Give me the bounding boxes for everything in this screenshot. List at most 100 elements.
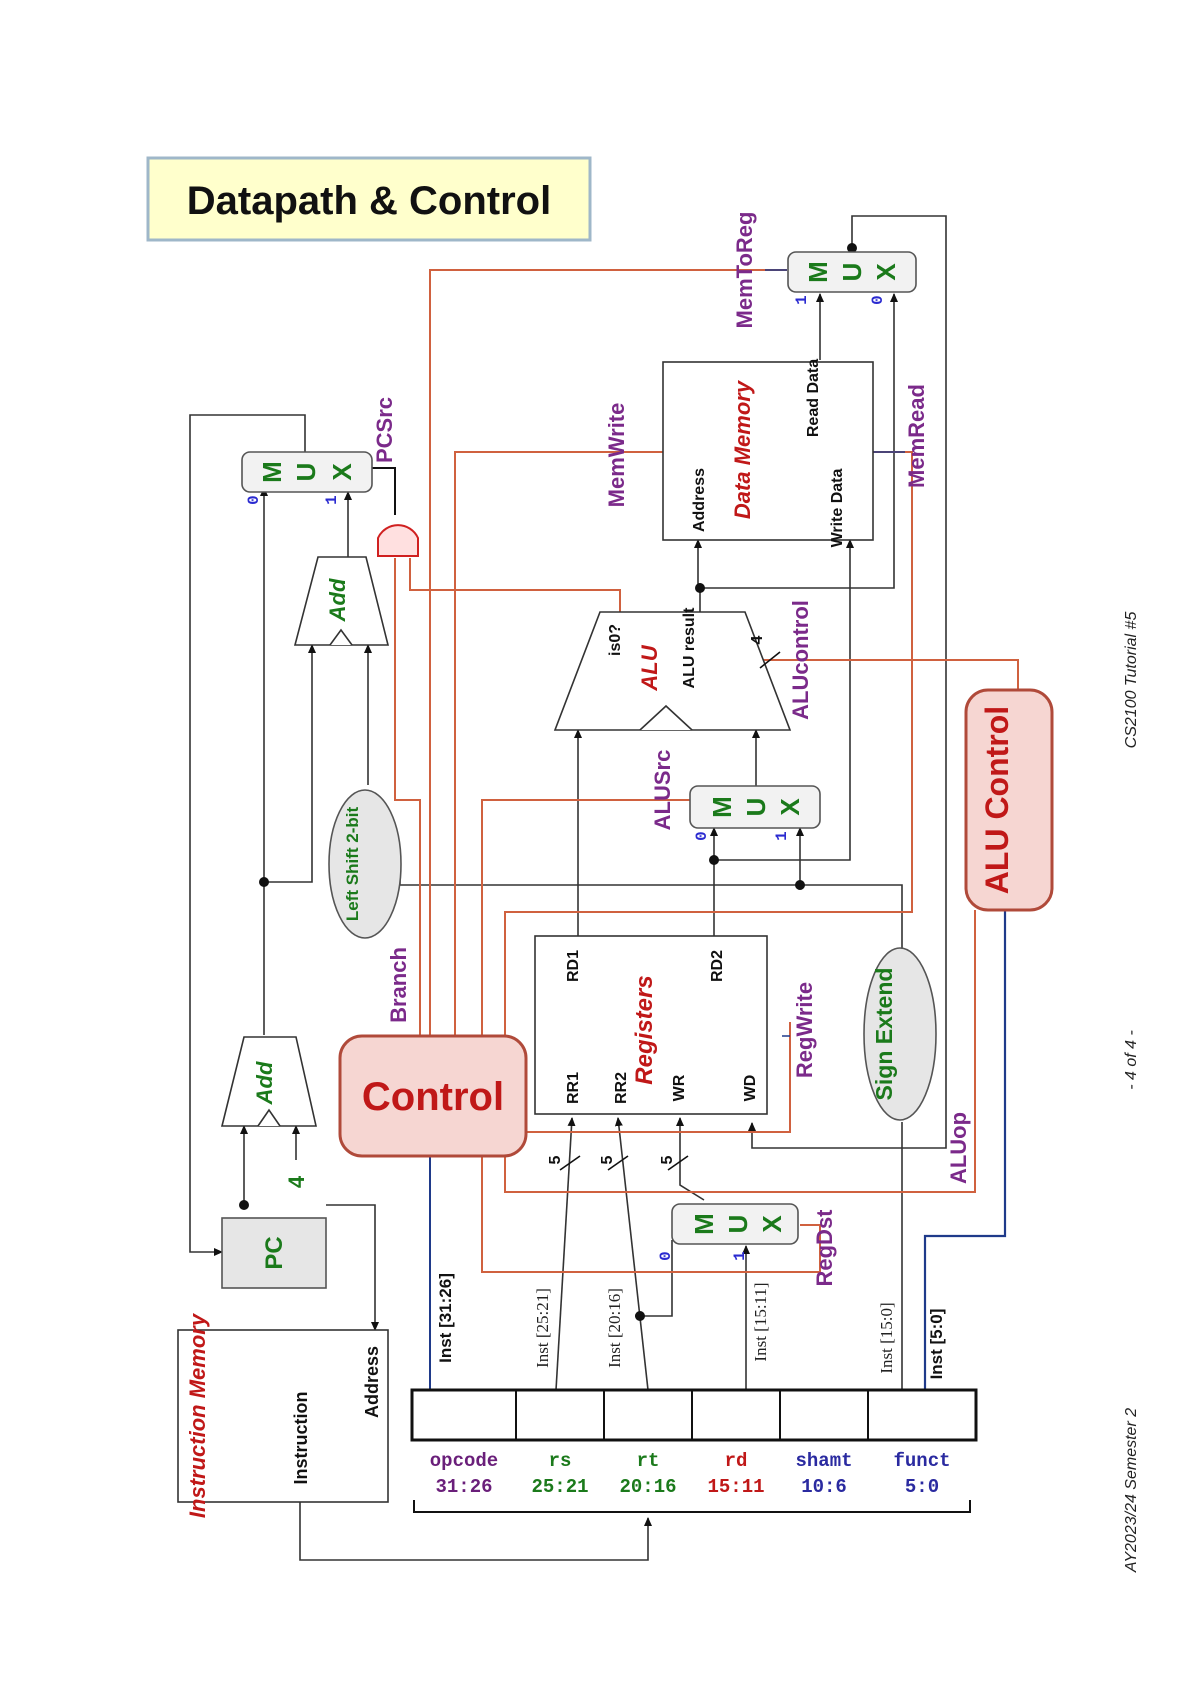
data-memory: Data Memory Address Write Data Read Data bbox=[662, 359, 874, 547]
svg-text:M: M bbox=[803, 261, 833, 283]
alu-label: ALU bbox=[637, 644, 662, 691]
svg-text:M: M bbox=[707, 796, 737, 818]
alusrc-label: ALUSrc bbox=[650, 750, 675, 831]
branch-label: Branch bbox=[386, 947, 411, 1023]
svg-text:0: 0 bbox=[245, 495, 263, 505]
svg-text:M: M bbox=[689, 1213, 719, 1235]
regdst-mux: M U X 0 1 bbox=[657, 1203, 799, 1261]
svg-text:Address: Address bbox=[691, 468, 708, 532]
svg-text:WR: WR bbox=[671, 1074, 688, 1101]
svg-text:RR2: RR2 bbox=[613, 1072, 630, 1104]
bus-width-marks bbox=[559, 651, 781, 1171]
field-name-shamt: shamt bbox=[795, 1450, 852, 1472]
pc-adder-label: Add bbox=[252, 1061, 277, 1105]
footer-semester: AY2023/24 Semester 2 bbox=[1123, 1408, 1140, 1573]
field-bits-rs: 25:21 bbox=[531, 1476, 588, 1498]
alu-control-unit: ALU Control bbox=[964, 688, 1054, 912]
branch-adder: Add bbox=[293, 556, 390, 646]
left-shift-label: Left Shift 2-bit bbox=[343, 807, 362, 922]
svg-text:5: 5 bbox=[599, 1155, 616, 1164]
instruction-memory: Instruction Memory Instruction Address bbox=[177, 1312, 389, 1518]
field-name-rt: rt bbox=[637, 1450, 660, 1472]
svg-text:1: 1 bbox=[731, 1251, 749, 1261]
sign-extend-label: Sign Extend bbox=[871, 968, 897, 1101]
field-bits-opcode: 31:26 bbox=[435, 1476, 492, 1498]
svg-text:X: X bbox=[327, 463, 357, 481]
svg-text:U: U bbox=[291, 463, 321, 482]
memwrite-label: MemWrite bbox=[604, 403, 629, 508]
writeback-mux: M U X 1 0 bbox=[787, 251, 917, 305]
branch-adder-label: Add bbox=[325, 578, 350, 622]
alu: ALU is0? ALU result bbox=[553, 607, 792, 731]
register-file: Registers RR1 RR2 WR WD RD1 RD2 bbox=[534, 935, 768, 1115]
footer-page: - 4 of 4 - bbox=[1123, 1030, 1140, 1090]
field-name-rd: rd bbox=[725, 1450, 748, 1472]
junctions bbox=[239, 243, 857, 1321]
control-unit: Control bbox=[338, 1034, 528, 1158]
svg-text:RD1: RD1 bbox=[565, 950, 582, 982]
svg-text:4: 4 bbox=[749, 635, 766, 644]
svg-text:Inst [31:26]: Inst [31:26] bbox=[436, 1273, 455, 1363]
field-bits-rd: 15:11 bbox=[707, 1476, 764, 1498]
left-shift-unit: Left Shift 2-bit bbox=[328, 789, 402, 939]
field-bits-shamt: 10:6 bbox=[801, 1476, 847, 1498]
field-bracket bbox=[413, 1500, 971, 1513]
alu-control-label: ALU Control bbox=[979, 706, 1015, 894]
svg-text:U: U bbox=[837, 263, 867, 282]
title-box: Datapath & Control bbox=[146, 156, 592, 242]
svg-text:X: X bbox=[871, 263, 901, 281]
svg-text:5: 5 bbox=[547, 1155, 564, 1164]
svg-text:RR1: RR1 bbox=[565, 1072, 582, 1104]
alucontrol-label: ALUcontrol bbox=[788, 600, 813, 720]
svg-text:Write Data: Write Data bbox=[829, 468, 846, 547]
instruction-slice-labels: Inst [31:26] Inst [25:21] Inst [20:16] I… bbox=[436, 1273, 946, 1379]
control-label: Control bbox=[362, 1075, 504, 1119]
instruction-memory-instruction-label: Instruction bbox=[291, 1392, 311, 1485]
control-signal-labels: PCSrc Branch MemWrite MemToReg MemRead A… bbox=[372, 212, 971, 1287]
svg-text:Inst [5:0]: Inst [5:0] bbox=[927, 1309, 946, 1380]
registers-title: Registers bbox=[631, 975, 658, 1084]
regwrite-label: RegWrite bbox=[792, 982, 817, 1078]
and-gate bbox=[377, 524, 419, 557]
svg-text:1: 1 bbox=[773, 831, 791, 841]
pc-register: PC bbox=[221, 1217, 327, 1289]
svg-text:0: 0 bbox=[693, 831, 711, 841]
svg-text:Read Data: Read Data bbox=[805, 359, 822, 437]
pcsrc-wire bbox=[372, 467, 396, 515]
instruction-memory-address-label: Address bbox=[362, 1346, 382, 1418]
field-name-funct: funct bbox=[893, 1450, 950, 1472]
pcsrc-label: PCSrc bbox=[372, 397, 397, 463]
svg-text:WD: WD bbox=[742, 1075, 759, 1102]
aluop-label: ALUop bbox=[946, 1112, 971, 1184]
svg-text:5: 5 bbox=[659, 1155, 676, 1164]
svg-text:Inst [15:0]: Inst [15:0] bbox=[877, 1302, 896, 1373]
pc-label: PC bbox=[261, 1236, 288, 1269]
pc-mux: M U X 0 1 bbox=[241, 451, 373, 505]
sign-extend-unit: Sign Extend bbox=[863, 947, 937, 1121]
svg-text:Inst [20:16]: Inst [20:16] bbox=[605, 1288, 624, 1368]
svg-text:Inst [15:11]: Inst [15:11] bbox=[751, 1282, 770, 1361]
alu-result-label: ALU result bbox=[681, 607, 698, 689]
field-name-opcode: opcode bbox=[430, 1450, 498, 1472]
svg-text:Inst [25:21]: Inst [25:21] bbox=[533, 1288, 552, 1368]
alusrc-mux: M U X 0 1 bbox=[689, 785, 821, 841]
svg-text:RD2: RD2 bbox=[709, 950, 726, 982]
field-bits-funct: 5:0 bbox=[905, 1476, 939, 1498]
field-name-rs: rs bbox=[549, 1450, 572, 1472]
svg-text:U: U bbox=[723, 1215, 753, 1234]
svg-text:M: M bbox=[257, 461, 287, 483]
svg-text:0: 0 bbox=[657, 1251, 675, 1261]
svg-text:X: X bbox=[757, 1215, 787, 1233]
instruction-field-labels: opcode31:26rs25:21rt20:16rd15:11shamt10:… bbox=[430, 1450, 951, 1498]
pc-adder: Add bbox=[220, 1036, 317, 1127]
svg-text:X: X bbox=[775, 798, 805, 816]
memtoreg-label: MemToReg bbox=[732, 212, 757, 329]
funct-to-alu-control-wire bbox=[923, 910, 1007, 1390]
data-wires bbox=[189, 215, 947, 1561]
svg-text:1: 1 bbox=[323, 495, 341, 505]
data-memory-title: Data Memory bbox=[730, 379, 755, 519]
memread-label: MemRead bbox=[904, 384, 929, 488]
instruction-fields bbox=[410, 1388, 978, 1442]
constant-four: 4 bbox=[284, 1175, 309, 1188]
